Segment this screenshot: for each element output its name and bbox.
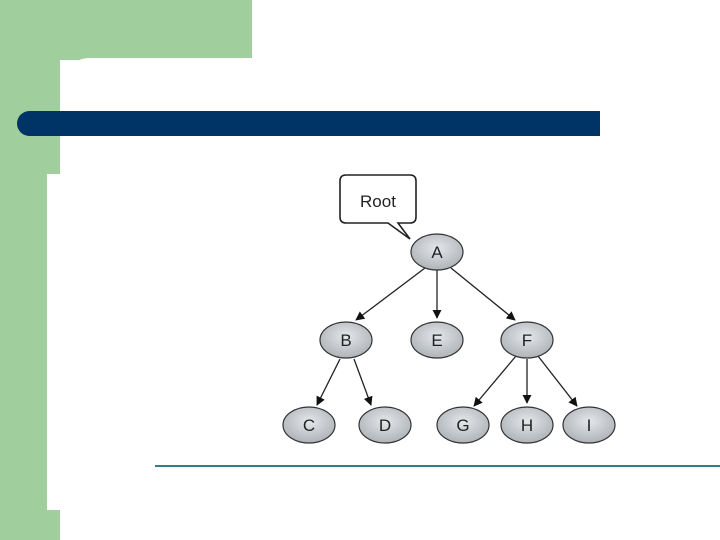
node-h-label: H — [521, 416, 533, 435]
node-b-shape — [319, 321, 373, 359]
node-e-shape — [410, 321, 464, 359]
node-a: A — [410, 233, 464, 271]
node-d-shape — [358, 406, 412, 444]
node-h-shape — [500, 406, 554, 444]
slide-content-panel — [60, 58, 720, 540]
edge-f-g — [473, 355, 517, 407]
node-a-label: A — [431, 243, 443, 262]
edge-a-b — [355, 267, 426, 321]
node-b-label: B — [340, 331, 351, 350]
node-e: E — [410, 321, 464, 359]
tree-nodes: A B E F C D G H — [282, 233, 616, 444]
edge-a-f — [450, 267, 516, 321]
node-c: C — [282, 406, 336, 444]
edge-f-i — [537, 355, 578, 407]
slide-bottom-rule — [155, 465, 720, 467]
node-f: F — [500, 321, 554, 359]
slide-inner-strip — [47, 174, 60, 510]
edge-b-c — [316, 358, 341, 406]
node-d: D — [358, 406, 412, 444]
node-c-label: C — [303, 416, 315, 435]
callout-root: Root — [339, 174, 417, 240]
node-g-shape — [436, 406, 490, 444]
callout-bubble — [339, 174, 417, 240]
node-f-label: F — [522, 331, 532, 350]
node-c-shape — [282, 406, 336, 444]
node-i: I — [562, 406, 616, 444]
tree-diagram: Root A B E F C — [282, 174, 616, 444]
node-i-label: I — [587, 416, 592, 435]
slide-title-bar — [17, 111, 600, 136]
node-a-shape — [410, 233, 464, 271]
tree-edges — [316, 267, 578, 407]
node-f-shape — [500, 321, 554, 359]
callout-label: Root — [360, 192, 396, 211]
node-h: H — [500, 406, 554, 444]
node-b: B — [319, 321, 373, 359]
node-i-shape — [562, 406, 616, 444]
edge-b-d — [353, 358, 373, 406]
node-g: G — [436, 406, 490, 444]
node-g-label: G — [456, 416, 469, 435]
node-d-label: D — [379, 416, 391, 435]
node-e-label: E — [431, 331, 442, 350]
